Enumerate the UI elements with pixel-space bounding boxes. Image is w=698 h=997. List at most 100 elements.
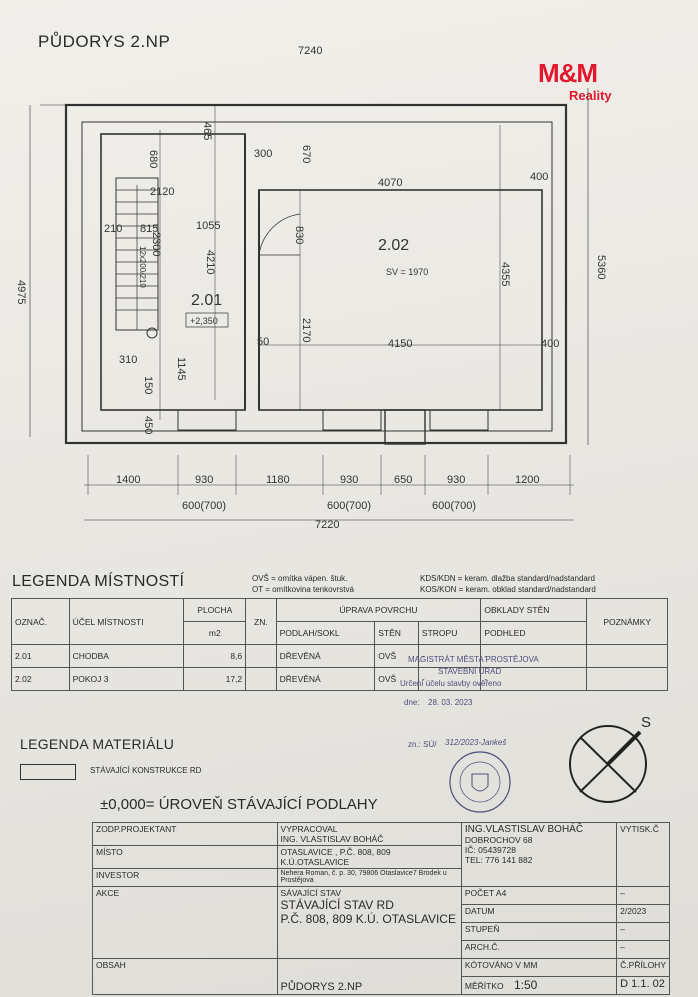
dim-steps: 12x200/210 <box>138 246 147 288</box>
tb-meritko-label: MĚŘÍTKO <box>464 981 504 991</box>
tb-pocet: – <box>616 886 670 905</box>
cell-zn <box>245 644 277 668</box>
tb-vypracoval-cell: VYPRACOVAL ING. VLASTISLAV BOHÁČ <box>276 822 462 846</box>
dim-1055: 1055 <box>196 220 220 232</box>
room-201-level: +2,350 <box>190 316 218 326</box>
tb-stupen: – <box>616 922 670 941</box>
note-ot: OT = omítkovina tenkovrstvá <box>252 585 354 594</box>
approval-stamp-line3: Určení účelu stavby ověřeno <box>400 679 502 688</box>
cell-floor: DŘEVĚNÁ <box>275 667 376 691</box>
dim-50: 50 <box>257 336 269 348</box>
dim-670: 670 <box>300 145 312 163</box>
tb-vypracoval: ING. VLASTISLAV BOHÁČ <box>280 834 384 844</box>
dim-4150: 4150 <box>388 338 412 350</box>
tb-zodp-label: ZODP.PROJEKTANT <box>92 822 278 846</box>
dim-4210: 4210 <box>204 250 216 274</box>
tb-akce-cell: SÁVAJÍCÍ STAV STÁVAJÍCÍ STAV RD P.Č. 808… <box>276 886 462 959</box>
dim-right-total: 5360 <box>595 255 607 279</box>
room-table: OZNAČ. ÚČEL MÍSTNOSTI PLOCHA ZN. ÚPRAVA … <box>11 598 668 691</box>
zn-value: 312/2023-Jankeš <box>445 738 507 747</box>
tb-datum: 2/2023 <box>616 904 670 923</box>
cell-area: 8,6 <box>183 644 247 668</box>
dim-400b: 400 <box>541 338 559 350</box>
cell-notes <box>586 667 668 691</box>
hdr-purpose: ÚČEL MÍSTNOSTI <box>68 598 185 645</box>
room-202-walls <box>258 189 543 411</box>
inner-wall-line <box>81 121 553 432</box>
tb-company: ING.VLASTISLAV BOHÁČ <box>464 824 584 835</box>
hdr-unit: m2 <box>183 621 247 645</box>
table-row: 2.01 CHODBA 8,6 DŘEVĚNÁ OVŠ - - <box>11 644 668 668</box>
dim-4355: 4355 <box>499 262 511 286</box>
room-202-code: 2.02 <box>378 237 409 254</box>
material-item: STÁVAJÍCÍ KONSTRUKCE RD <box>90 766 202 775</box>
tb-arch: – <box>616 940 670 959</box>
dim-830: 830 <box>293 226 305 244</box>
cell-area: 17,2 <box>183 667 247 691</box>
dim-bottom-1: 1400 <box>116 474 140 486</box>
brand-logo-sub: Reality <box>569 88 612 103</box>
cell-zn <box>245 667 277 691</box>
dim-150: 150 <box>142 376 154 394</box>
dim-bottom-total: 7220 <box>315 519 339 531</box>
dim-2170: 2170 <box>300 318 312 342</box>
dim-bottom-7: 1200 <box>515 474 539 486</box>
tb-misto-label: MÍSTO <box>92 845 278 869</box>
cell-purpose: CHODBA <box>68 644 185 668</box>
tb-vypracoval-label: VYPRACOVAL <box>280 824 338 834</box>
hdr-ceiling: STROPU <box>417 621 482 645</box>
tb-akce-small: SÁVAJÍCÍ STAV <box>280 888 341 898</box>
room-201-code: 2.01 <box>191 292 222 309</box>
tb-address: DOBROCHOV 68 <box>464 835 533 845</box>
tb-akce-2: P.Č. 808, 809 K.Ú. OTASLAVICE <box>280 912 456 926</box>
cell-walls: OVŠ <box>374 667 419 691</box>
material-legend-title: LEGENDA MATERIÁLU <box>20 736 175 752</box>
dim-815: 815 <box>140 223 158 235</box>
cell-floor: DŘEVĚNÁ <box>275 644 376 668</box>
dim-4070: 4070 <box>378 177 402 189</box>
dim-opening-1: 600(700) <box>182 500 226 512</box>
dim-opening-2: 600(700) <box>327 500 371 512</box>
tb-obsah: PŮDORYS 2.NP <box>276 958 462 995</box>
note-kos: KOS/KON = keram. obklad standard/nadstan… <box>420 585 596 594</box>
tb-company-cell: ING.VLASTISLAV BOHÁČ DOBROCHOV 68 IČ: 05… <box>460 822 618 887</box>
tb-stupen-label: STUPEŇ <box>460 922 618 941</box>
tb-meritko-cell: MĚŘÍTKO 1:50 <box>460 976 618 995</box>
dim-bottom-4: 930 <box>340 474 358 486</box>
dim-300: 300 <box>254 148 272 160</box>
cell-code: 2.02 <box>11 667 70 691</box>
approval-stamp-line2: STAVEBNÍ ÚŘAD <box>438 667 502 676</box>
hdr-zn: ZN. <box>245 598 277 645</box>
dim-bottom-3: 1180 <box>266 474 290 486</box>
tb-meritko: 1:50 <box>514 978 538 992</box>
corridor-walls <box>100 133 246 411</box>
drawing-title: PŮDORYS 2.NP <box>38 32 171 51</box>
dim-310: 310 <box>119 354 137 366</box>
dim-2300: 2300 <box>150 232 162 256</box>
dim-1145: 1145 <box>175 357 187 381</box>
tb-investor-label: INVESTOR <box>92 868 278 887</box>
hdr-code: OZNAČ. <box>11 598 70 645</box>
tb-akce-label: AKCE <box>92 886 278 959</box>
hdr-surface: ÚPRAVA POVRCHU <box>275 598 482 622</box>
hdr-floor: PODLAH/SOKL <box>275 621 376 645</box>
tb-misto: OTASLAVICE , P.Č. 808, 809 K.Ú.OTASLAVIC… <box>276 845 462 869</box>
north-label: S <box>641 714 652 731</box>
hdr-notes: POZNÁMKY <box>586 598 668 645</box>
tb-datum-label: DATUM <box>460 904 618 923</box>
note-ovs: OVŠ = omítka vápen. štuk. <box>252 574 348 583</box>
tb-pocet-label: POČET A4 <box>460 886 618 905</box>
cell-notes <box>586 644 668 668</box>
cell-tiles: - <box>480 667 588 691</box>
tb-obsah-label: OBSAH <box>92 958 278 995</box>
hdr-tiles: OBKLADY STĚN <box>480 598 588 622</box>
dim-bottom-5: 650 <box>394 474 412 486</box>
dim-bottom-2: 930 <box>195 474 213 486</box>
level-note: ±0,000= ÚROVEŇ STÁVAJÍCÍ PODLAHY <box>100 796 378 813</box>
cell-tiles: - <box>480 644 588 668</box>
tb-ic: IČ: 05439728 <box>464 845 516 855</box>
cell-code: 2.01 <box>11 644 70 668</box>
table-row: 2.02 POKOJ 3 17,2 DŘEVĚNÁ OVŠ - - <box>11 667 668 691</box>
material-swatch <box>20 764 76 780</box>
dim-2120: 2120 <box>150 186 174 198</box>
